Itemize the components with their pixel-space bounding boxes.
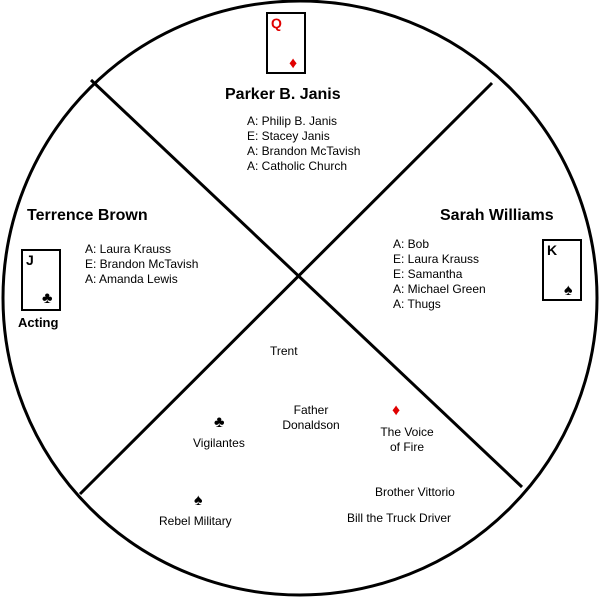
relations-list-sarah: A: Bob E: Laura Krauss E: Samantha A: Mi… <box>393 237 486 312</box>
diamond-icon: ♦ <box>392 402 401 419</box>
spade-icon: ♠ <box>564 282 573 299</box>
player-name-parker: Parker B. Janis <box>225 86 341 103</box>
card-caption-acting: Acting <box>18 315 59 330</box>
relation-item: A: Amanda Lewis <box>85 272 178 286</box>
player-name-terrence: Terrence Brown <box>27 207 148 224</box>
relation-item: E: Samantha <box>393 267 463 281</box>
relation-item: A: Brandon McTavish <box>247 144 361 158</box>
relations-list-terrence: A: Laura Krauss E: Brandon McTavish A: A… <box>85 242 198 287</box>
label-vigilantes: Vigilantes <box>193 436 245 450</box>
label-line: The Voice <box>380 425 434 439</box>
relation-item: A: Bob <box>393 237 430 251</box>
label-line: Father <box>293 403 329 417</box>
playing-card-queen-diamonds: Q ♦ <box>266 12 306 74</box>
label-voice-of-fire: The Voice of Fire <box>372 425 442 455</box>
relation-item: A: Philip B. Janis <box>247 114 338 128</box>
spade-icon: ♠ <box>194 492 203 509</box>
relation-item: E: Laura Krauss <box>393 252 480 266</box>
relation-item: A: Michael Green <box>393 282 486 296</box>
label-father-donaldson: Father Donaldson <box>280 403 342 433</box>
relation-item: E: Stacey Janis <box>247 129 330 143</box>
label-trent: Trent <box>270 344 298 358</box>
club-icon: ♣ <box>42 290 53 307</box>
label-brother-vittorio: Brother Vittorio <box>375 485 455 499</box>
relation-item: A: Catholic Church <box>247 159 348 173</box>
label-rebel-military: Rebel Military <box>159 514 232 528</box>
divider-line-ne-sw <box>78 81 494 496</box>
relation-item: A: Laura Krauss <box>85 242 172 256</box>
diamond-icon: ♦ <box>289 55 298 72</box>
card-rank: J <box>26 252 34 268</box>
playing-card-king-spades: K ♠ <box>542 239 582 301</box>
divider-line-nw-se <box>89 78 524 489</box>
playing-card-jack-clubs: J ♣ <box>21 249 61 311</box>
label-line: Donaldson <box>282 418 340 432</box>
player-name-sarah: Sarah Williams <box>440 207 554 224</box>
relation-item: E: Brandon McTavish <box>85 257 199 271</box>
relation-item: A: Thugs <box>393 297 441 311</box>
club-icon: ♣ <box>214 414 225 431</box>
relations-list-parker: A: Philip B. Janis E: Stacey Janis A: Br… <box>247 114 360 174</box>
card-rank: Q <box>271 15 282 31</box>
card-rank: K <box>547 242 558 258</box>
label-line: of Fire <box>389 440 424 454</box>
label-bill-truck-driver: Bill the Truck Driver <box>347 511 452 525</box>
